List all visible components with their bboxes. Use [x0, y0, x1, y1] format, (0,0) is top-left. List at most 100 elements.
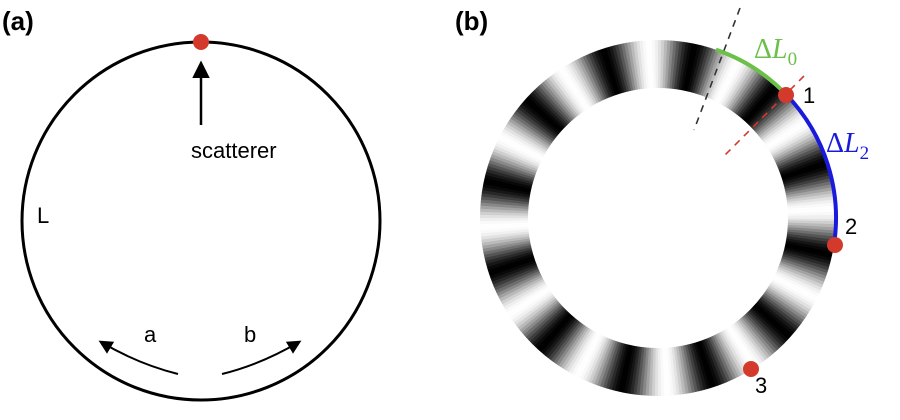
- fringe-wedge: [658, 218, 669, 418]
- fringe-wedge: [658, 176, 855, 218]
- fringe-wedge: [658, 218, 812, 350]
- fringe-wedge: [658, 218, 805, 358]
- fringe-wedge: [658, 200, 858, 218]
- fringe-wedge: [519, 71, 658, 219]
- fringe-wedge: [658, 218, 758, 394]
- fringe-wedge: [537, 55, 658, 218]
- fringe-wedge: [658, 218, 795, 368]
- direction-a-arrow: [98, 340, 179, 375]
- fringe-wedge: [458, 218, 658, 232]
- fringe-wedge: [658, 218, 833, 319]
- fringe-wedge: [459, 218, 658, 250]
- fringe-wedge: [599, 25, 658, 219]
- fringe-wedge: [497, 218, 658, 342]
- fringe-wedge: [515, 218, 658, 362]
- fringe-wedge: [513, 218, 658, 360]
- fringe-wedge: [546, 49, 658, 219]
- panel-b: (b) 1 2 3 ΔL0 ΔL2: [455, 6, 869, 418]
- fringe-wedge: [658, 92, 817, 218]
- fringe-wedge: [589, 28, 658, 219]
- fringe-wedge: [658, 152, 849, 218]
- fringe-wedge: [619, 20, 658, 218]
- fringe-wedge: [480, 218, 658, 315]
- fringe-wedge: [586, 29, 658, 219]
- fringe-wedge: [658, 64, 790, 218]
- fringe-wedge: [606, 23, 658, 218]
- fringe-wedge: [658, 218, 826, 331]
- fringe-wedge: [658, 218, 820, 340]
- fringe-wedge: [490, 105, 658, 218]
- fringe-wedge: [506, 218, 658, 352]
- fringe-wedge: [658, 86, 812, 218]
- reference-dash-dark: [693, 7, 741, 131]
- fringe-wedge: [529, 61, 658, 218]
- fringe-wedge: [468, 218, 658, 287]
- fringe-wedge: [472, 218, 658, 297]
- fringe-wedge: [658, 218, 724, 409]
- fringe-wedge: [658, 218, 767, 389]
- interference-ring: [458, 18, 858, 418]
- fringe-wedge: [658, 218, 740, 403]
- fringe-wedge: [658, 218, 743, 402]
- fringe-wedge: [658, 169, 854, 218]
- fringe-wedge: [534, 57, 658, 218]
- fringe-wedge: [658, 218, 730, 407]
- fringe-wedge: [658, 76, 803, 218]
- fringe-wedge: [658, 186, 857, 218]
- fringe-wedge: [509, 80, 658, 218]
- fringe-wedge: [554, 44, 658, 218]
- direction-a-label: a: [144, 322, 157, 347]
- fringe-wedge: [658, 218, 720, 410]
- fringe-wedge: [523, 218, 658, 369]
- fringe-wedge: [484, 114, 658, 218]
- fringe-wedge: [658, 146, 847, 218]
- fringe-wedge: [658, 121, 836, 218]
- fringe-wedge: [658, 218, 790, 372]
- fringe-wedge: [658, 218, 784, 377]
- fringe-wedge: [558, 42, 658, 218]
- fringe-wedge: [516, 73, 658, 218]
- fringe-wedge: [658, 218, 703, 414]
- fringe-wedge: [658, 218, 752, 397]
- fringe-wedge: [658, 190, 857, 218]
- fringe-wedge: [658, 50, 771, 218]
- fringe-wedge: [658, 218, 679, 418]
- fringe-wedge: [479, 218, 658, 312]
- fringe-wedge: [658, 218, 672, 418]
- fringe-wedge: [658, 218, 776, 383]
- fringe-wedge: [658, 218, 824, 334]
- fringe-wedge: [647, 18, 658, 219]
- fringe-wedge: [658, 114, 832, 218]
- fringe-wedge: [658, 179, 856, 218]
- fringe-wedge: [528, 218, 658, 374]
- fringe-wedge: [548, 218, 658, 388]
- fringe-wedge: [521, 68, 658, 218]
- fringe-wedge: [463, 218, 658, 270]
- fringe-wedge: [658, 218, 717, 411]
- fringe-wedge: [486, 218, 658, 324]
- fringe-wedge: [477, 218, 658, 309]
- fringe-wedge: [658, 100, 823, 218]
- fringe-wedge: [658, 218, 697, 416]
- fringe-wedge: [583, 30, 658, 218]
- fringe-wedge: [539, 218, 658, 382]
- fringe-wedge: [579, 32, 658, 218]
- point-1-label: 1: [803, 83, 815, 108]
- scatterer-dot: [193, 34, 209, 50]
- fringe-wedge: [658, 52, 774, 218]
- point-1-dot: [778, 87, 794, 103]
- fringe-wedge: [500, 91, 658, 218]
- fringe-wedge: [658, 218, 737, 404]
- fringe-wedge: [531, 218, 658, 376]
- fringe-wedge: [658, 218, 792, 370]
- fringe-wedge: [526, 64, 658, 219]
- fringe-wedge: [532, 59, 658, 219]
- panel-a-label: (a): [2, 6, 34, 36]
- direction-b-label: b: [244, 322, 256, 347]
- fringe-wedge: [534, 218, 658, 378]
- fringe-wedge: [658, 54, 777, 218]
- fringe-wedge: [658, 71, 798, 218]
- fringe-wedge: [658, 74, 801, 218]
- fringe-wedge: [658, 218, 787, 375]
